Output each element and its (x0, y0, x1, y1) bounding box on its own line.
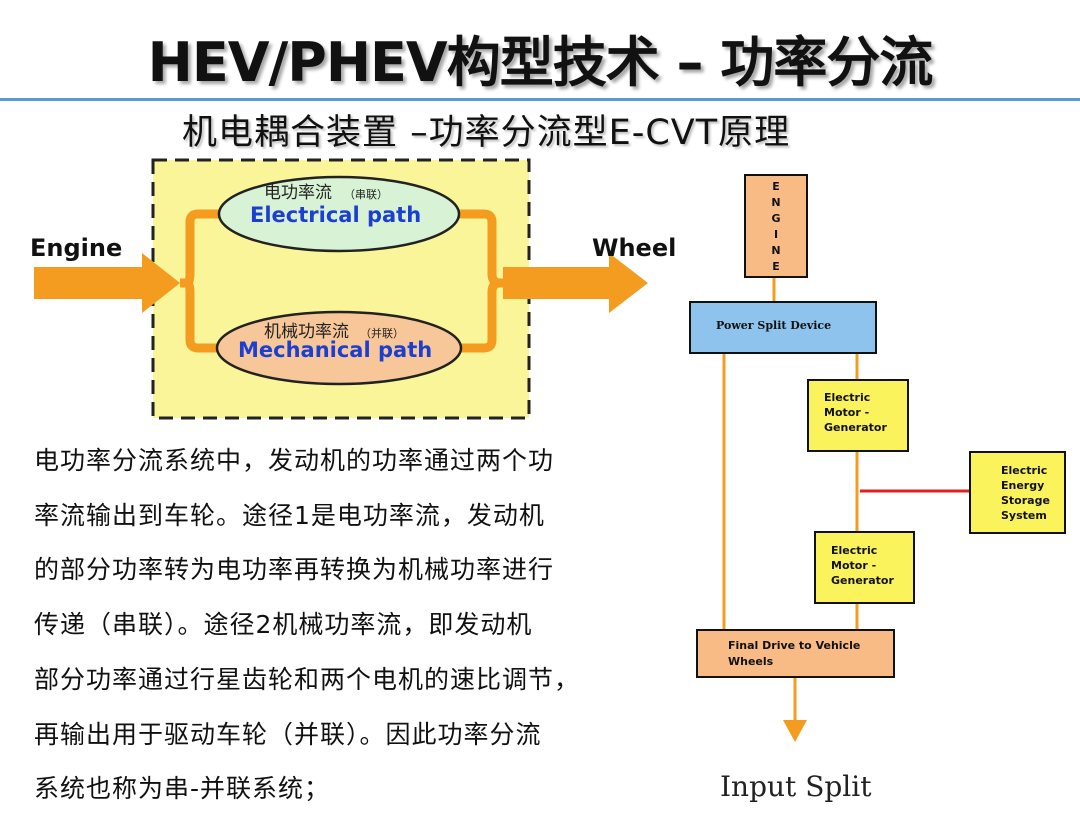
engine-letter: E (772, 260, 780, 273)
slide-subtitle: 机电耦合装置 –功率分流型E-CVT原理 (182, 113, 791, 153)
text-line: 传递（串联）。途径2机械功率流，即发动机 (34, 610, 533, 640)
engine-input-arrow (34, 253, 180, 313)
input-split-diagram: E N G I N E Power Split Device Electric … (689, 174, 1066, 742)
engine-letter: I (774, 228, 778, 241)
text-line: 率流输出到车轮。途径1是电功率流，发动机 (34, 500, 545, 530)
mg1-line: Generator (824, 421, 887, 434)
electrical-en-label: Electrical path (250, 203, 421, 227)
diagram-caption: Input Split (720, 770, 872, 803)
electrical-cn-label: 电功率流 (264, 183, 332, 203)
wheel-label: Wheel (592, 234, 676, 262)
title-divider (0, 98, 1080, 101)
mg1-line: Motor - (824, 406, 869, 419)
engine-letter: N (771, 244, 780, 257)
energy-storage-box (969, 451, 1066, 534)
mechanical-cn-label: 机械功率流 (264, 322, 349, 342)
final-drive-line: Final Drive to Vehicle (728, 639, 860, 652)
final-drive-text: Final Drive to Vehicle Wheels (728, 639, 860, 668)
motor-generator-2-box (814, 531, 915, 604)
engine-letter: E (772, 180, 780, 193)
text-line: 再输出用于驱动车轮（并联）。因此功率分流 (34, 719, 542, 749)
engine-box (744, 174, 808, 278)
slide-title: HEV/PHEV构型技术 – 功率分流 (147, 31, 934, 94)
engine-label: Engine (30, 234, 122, 262)
power-path-diagram: Engine Wheel 电功率流 （串联） Electrical path 机… (30, 158, 676, 420)
text-line: 部分功率通过行星齿轮和两个电机的速比调节， (34, 664, 581, 694)
mg2-line: Motor - (831, 559, 876, 572)
motor-generator-2-text: Electric Motor - Generator (831, 544, 894, 587)
text-line: 系统也称为串-并联系统； (34, 774, 331, 804)
power-split-box (689, 301, 877, 354)
storage-line: System (1001, 509, 1047, 522)
final-drive-line: Wheels (728, 655, 774, 668)
power-split-label: Power Split Device (716, 319, 831, 332)
storage-line: Electric (1001, 464, 1047, 477)
electrical-cn-sub: （串联） (344, 188, 388, 201)
mg2-line: Generator (831, 574, 894, 587)
motor-generator-1-box (807, 379, 909, 452)
mechanical-cn-sub: （并联） (360, 326, 404, 340)
motor-generator-1-text: Electric Motor - Generator (824, 391, 887, 434)
engine-letter: G (771, 212, 780, 225)
final-drive-box (696, 629, 895, 678)
engine-letters: E N G I N E (771, 180, 780, 273)
text-line: 电功率分流系统中，发动机的功率通过两个功 (34, 446, 555, 475)
engine-letter: N (771, 196, 780, 209)
final-output-arrowhead (783, 720, 807, 742)
mechanical-en-label: Mechanical path (238, 338, 432, 362)
mg1-line: Electric (824, 391, 870, 404)
energy-storage-text: Electric Energy Storage System (1001, 464, 1050, 522)
mechanical-path-line (180, 278, 220, 353)
wheel-output-arrow (503, 253, 648, 313)
text-line: 的部分功率转为电功率再转换为机械功率进行 (34, 555, 555, 585)
explanation-text: 电功率分流系统中，发动机的功率通过两个功 率流输出到车轮。途径1是电功率流，发动… (34, 434, 654, 817)
electrical-path-ellipse (217, 175, 461, 253)
storage-line: Energy (1001, 479, 1044, 492)
mechanical-path-ellipse (215, 310, 463, 386)
storage-line: Storage (1001, 494, 1050, 507)
mg2-line: Electric (831, 544, 877, 557)
mechanical-return-line (460, 278, 505, 353)
